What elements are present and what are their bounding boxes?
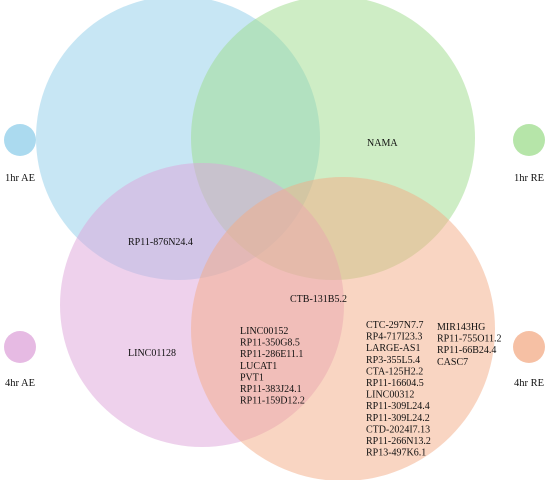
legend-dot-4hr-re: [513, 331, 545, 363]
region-all-four: CTB-131B5.2: [290, 294, 347, 305]
legend-item-1hr-ae: 1hr AE: [4, 124, 36, 184]
legend-dot-1hr-ae: [4, 124, 36, 156]
gene-label: MIR143HG: [437, 322, 485, 333]
legend-item-4hr-ae: 4hr AE: [4, 331, 36, 389]
venn-circles: [36, 0, 495, 480]
region-4hr-ae-4hr-re: LINC00152RP11-350G8.5RP11-286E11.1LUCAT1…: [240, 326, 305, 407]
gene-label: LINC00152: [240, 326, 288, 337]
gene-label: NAMA: [367, 138, 398, 149]
circle-4hr-re: [191, 177, 495, 480]
region-4hr-ae-only: LINC01128: [128, 348, 176, 359]
gene-label: RP4-717I23.3: [366, 332, 422, 343]
legend-dot-1hr-re: [513, 124, 545, 156]
region-1hr-ae-1hr-re: NAMA: [367, 138, 398, 149]
gene-label: CTC-297N7.7: [366, 320, 424, 331]
gene-label: RP11-383J24.1: [240, 384, 302, 395]
gene-label: LINC01128: [128, 348, 176, 359]
legend-label-1hr-re: 1hr RE: [514, 173, 544, 184]
legend-label-4hr-ae: 4hr AE: [5, 378, 35, 389]
gene-label: RP11-309L24.4: [366, 401, 430, 412]
gene-label: RP11-309L24.2: [366, 413, 430, 424]
gene-label: RP13-497K6.1: [366, 448, 426, 459]
gene-label: RP11-286E11.1: [240, 349, 303, 360]
gene-label: RP3-355L5.4: [366, 355, 420, 366]
legend: 1hr AE 1hr RE 4hr AE 4hr RE: [4, 124, 545, 389]
legend-item-1hr-re: 1hr RE: [513, 124, 545, 184]
gene-label: RP11-266N13.2: [366, 436, 431, 447]
gene-label: RP11-16604.5: [366, 378, 424, 389]
gene-label: CASC7: [437, 357, 468, 368]
gene-label: RP11-755O11.2: [437, 334, 502, 345]
gene-label: LINC00312: [366, 390, 414, 401]
gene-label: LARGE-AS1: [366, 343, 420, 354]
region-4hr-re-only-a: CTC-297N7.7RP4-717I23.3LARGE-AS1RP3-355L…: [366, 320, 431, 459]
gene-label: CTB-131B5.2: [290, 294, 347, 305]
legend-label-4hr-re: 4hr RE: [514, 378, 544, 389]
gene-label: PVT1: [240, 372, 264, 383]
gene-label: RP11-159D12.2: [240, 396, 305, 407]
gene-label: RP11-876N24.4: [128, 237, 193, 248]
gene-label: RP11-66B24.4: [437, 345, 496, 356]
gene-label: CTD-2024I7.13: [366, 424, 430, 435]
legend-label-1hr-ae: 1hr AE: [5, 173, 35, 184]
region-1hr-ae-4hr-ae: RP11-876N24.4: [128, 237, 193, 248]
legend-item-4hr-re: 4hr RE: [513, 331, 545, 389]
legend-dot-4hr-ae: [4, 331, 36, 363]
gene-label: RP11-350G8.5: [240, 338, 300, 349]
gene-label: CTA-125H2.2: [366, 366, 423, 377]
region-labels: NAMA RP11-876N24.4 CTB-131B5.2 LINC01128…: [128, 138, 502, 459]
gene-label: LUCAT1: [240, 361, 277, 372]
